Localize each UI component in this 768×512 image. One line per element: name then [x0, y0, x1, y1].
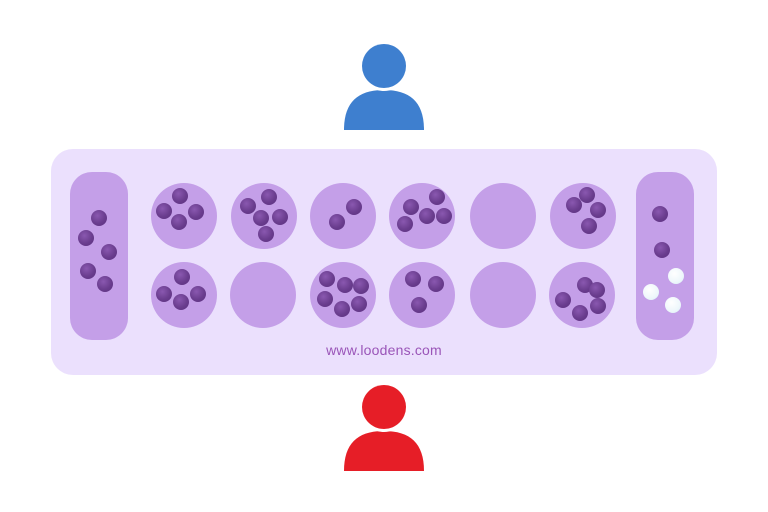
- seed: [419, 208, 435, 224]
- left-store[interactable]: [70, 172, 128, 340]
- seed: [329, 214, 345, 230]
- seed: [579, 187, 595, 203]
- seed: [566, 197, 582, 213]
- seed: [253, 210, 269, 226]
- seed: [337, 277, 353, 293]
- pit-bottom-5[interactable]: [470, 262, 536, 328]
- pit-top-4[interactable]: [389, 183, 455, 249]
- seed: [436, 208, 452, 224]
- seed: [156, 203, 172, 219]
- seed: [346, 199, 362, 215]
- seed: [172, 188, 188, 204]
- seed: [91, 210, 107, 226]
- pit-bottom-2[interactable]: [230, 262, 296, 328]
- seed: [173, 294, 189, 310]
- seed: [353, 278, 369, 294]
- seed: [589, 282, 605, 298]
- seed-light: [665, 297, 681, 313]
- seed: [174, 269, 190, 285]
- user-icon: [344, 41, 424, 130]
- user-icon: [344, 382, 424, 471]
- pit-top-5[interactable]: [470, 183, 536, 249]
- seed: [319, 271, 335, 287]
- seed: [272, 209, 288, 225]
- seed: [190, 286, 206, 302]
- seed: [590, 202, 606, 218]
- seed: [581, 218, 597, 234]
- pit-top-6[interactable]: [550, 183, 616, 249]
- seed: [590, 298, 606, 314]
- seed: [405, 271, 421, 287]
- seed: [240, 198, 256, 214]
- seed: [171, 214, 187, 230]
- mancala-board: www.loodens.com: [51, 149, 717, 375]
- seed: [429, 189, 445, 205]
- seed: [101, 244, 117, 260]
- pit-bottom-1[interactable]: [151, 262, 217, 328]
- seed: [317, 291, 333, 307]
- pit-bottom-4[interactable]: [389, 262, 455, 328]
- right-store[interactable]: [636, 172, 694, 340]
- seed: [261, 189, 277, 205]
- seed: [334, 301, 350, 317]
- site-url-label: www.loodens.com: [326, 342, 442, 358]
- seed-light: [668, 268, 684, 284]
- seed: [555, 292, 571, 308]
- seed: [403, 199, 419, 215]
- pit-top-2[interactable]: [231, 183, 297, 249]
- pit-bottom-3[interactable]: [310, 262, 376, 328]
- seed: [654, 242, 670, 258]
- seed: [156, 286, 172, 302]
- seed: [97, 276, 113, 292]
- bottom-player-avatar: [340, 381, 428, 473]
- seed: [80, 263, 96, 279]
- top-player-avatar: [340, 40, 428, 132]
- seed: [351, 296, 367, 312]
- seed: [652, 206, 668, 222]
- seed-light: [643, 284, 659, 300]
- seed: [78, 230, 94, 246]
- seed: [428, 276, 444, 292]
- seed: [572, 305, 588, 321]
- pit-bottom-6[interactable]: [549, 262, 615, 328]
- seed: [188, 204, 204, 220]
- pit-top-1[interactable]: [151, 183, 217, 249]
- seed: [397, 216, 413, 232]
- seed: [258, 226, 274, 242]
- pit-top-3[interactable]: [310, 183, 376, 249]
- seed: [411, 297, 427, 313]
